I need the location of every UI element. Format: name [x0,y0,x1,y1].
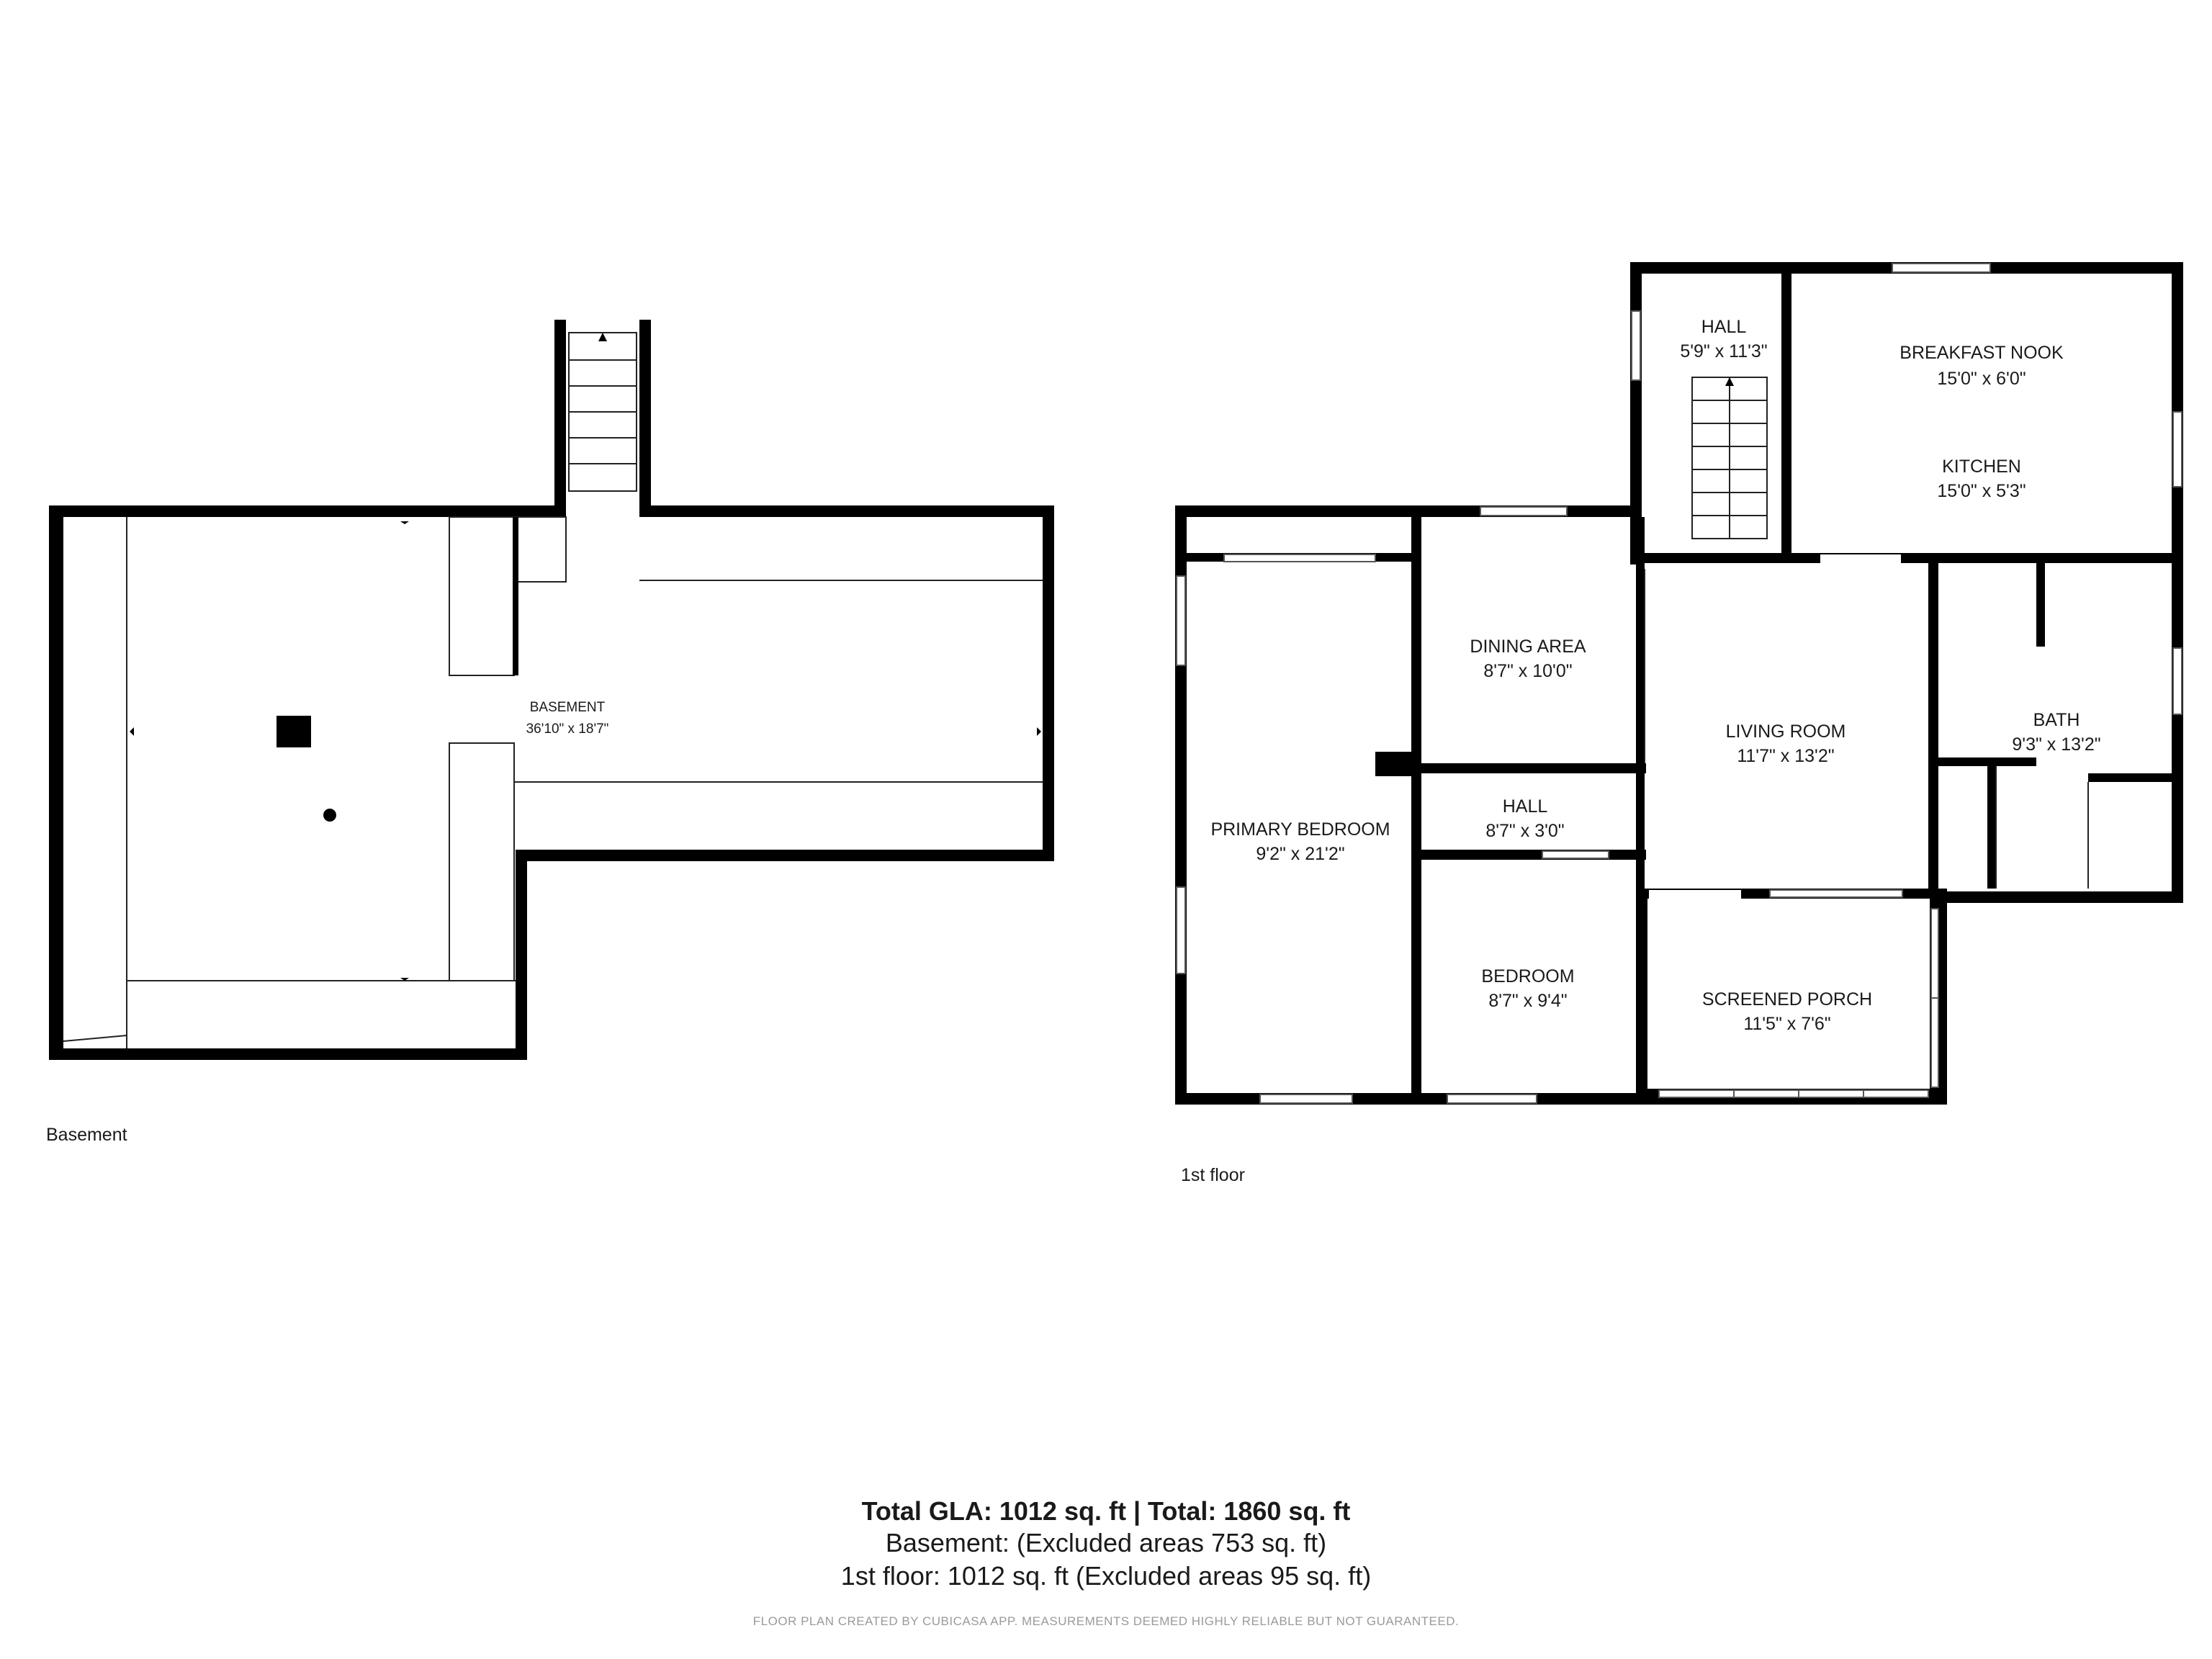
primary-bedroom-name: PRIMARY BEDROOM [1210,819,1390,840]
total-area-summary: Total GLA: 1012 sq. ft | Total: 1860 sq.… [861,1496,1351,1526]
living-room-dims: 11'7" x 13'2" [1737,746,1834,766]
floor-drain [323,809,336,822]
primary-bedroom-dims: 9'2" x 21'2" [1256,844,1344,864]
bath-dims: 9'3" x 13'2" [2012,734,2100,755]
dining-area-dims: 8'7" x 10'0" [1483,661,1572,681]
breakfast-nook-name: BREAKFAST NOOK [1899,343,2064,363]
screened-porch-dims: 11'5" x 7'6" [1743,1014,1830,1034]
basement-room-dims: 36'10" x 18'7" [526,721,609,737]
first-floor-label: 1st floor [1181,1165,1245,1185]
basement-floor-label: Basement [46,1125,127,1145]
first-floor-plan: HALL 5'9" x 11'3" BREAKFAST NOOK 15'0" x… [1175,262,2183,1185]
bedroom-name: BEDROOM [1481,966,1574,986]
screened-porch-name: SCREENED PORCH [1702,989,1872,1010]
bath-name: BATH [2033,710,2080,730]
basement-plan: BASEMENT 36'10" x 18'7" Basement [46,320,1054,1145]
kitchen-name: KITCHEN [1942,457,2021,477]
basement-room-name: BASEMENT [530,700,606,715]
disclaimer: FLOOR PLAN CREATED BY CUBICASA APP. MEAS… [752,1614,1460,1628]
hall-lower-dims: 8'7" x 3'0" [1485,821,1564,841]
first-floor-stairs [1691,377,1768,539]
first-floor-area-summary: 1st floor: 1012 sq. ft (Excluded areas 9… [840,1561,1372,1591]
basement-area-summary: Basement: (Excluded areas 753 sq. ft) [885,1528,1327,1557]
support-post [276,716,311,747]
dining-area-name: DINING AREA [1470,637,1586,657]
living-room-name: LIVING ROOM [1726,721,1846,742]
basement-stairs [568,332,637,492]
bedroom-dims: 8'7" x 9'4" [1488,991,1567,1011]
hall-lower-name: HALL [1503,796,1548,817]
hall-upper-dims: 5'9" x 11'3" [1680,341,1767,361]
breakfast-nook-dims: 15'0" x 6'0" [1937,369,2026,389]
hall-upper-name: HALL [1701,317,1747,337]
kitchen-dims: 15'0" x 5'3" [1937,481,2026,501]
